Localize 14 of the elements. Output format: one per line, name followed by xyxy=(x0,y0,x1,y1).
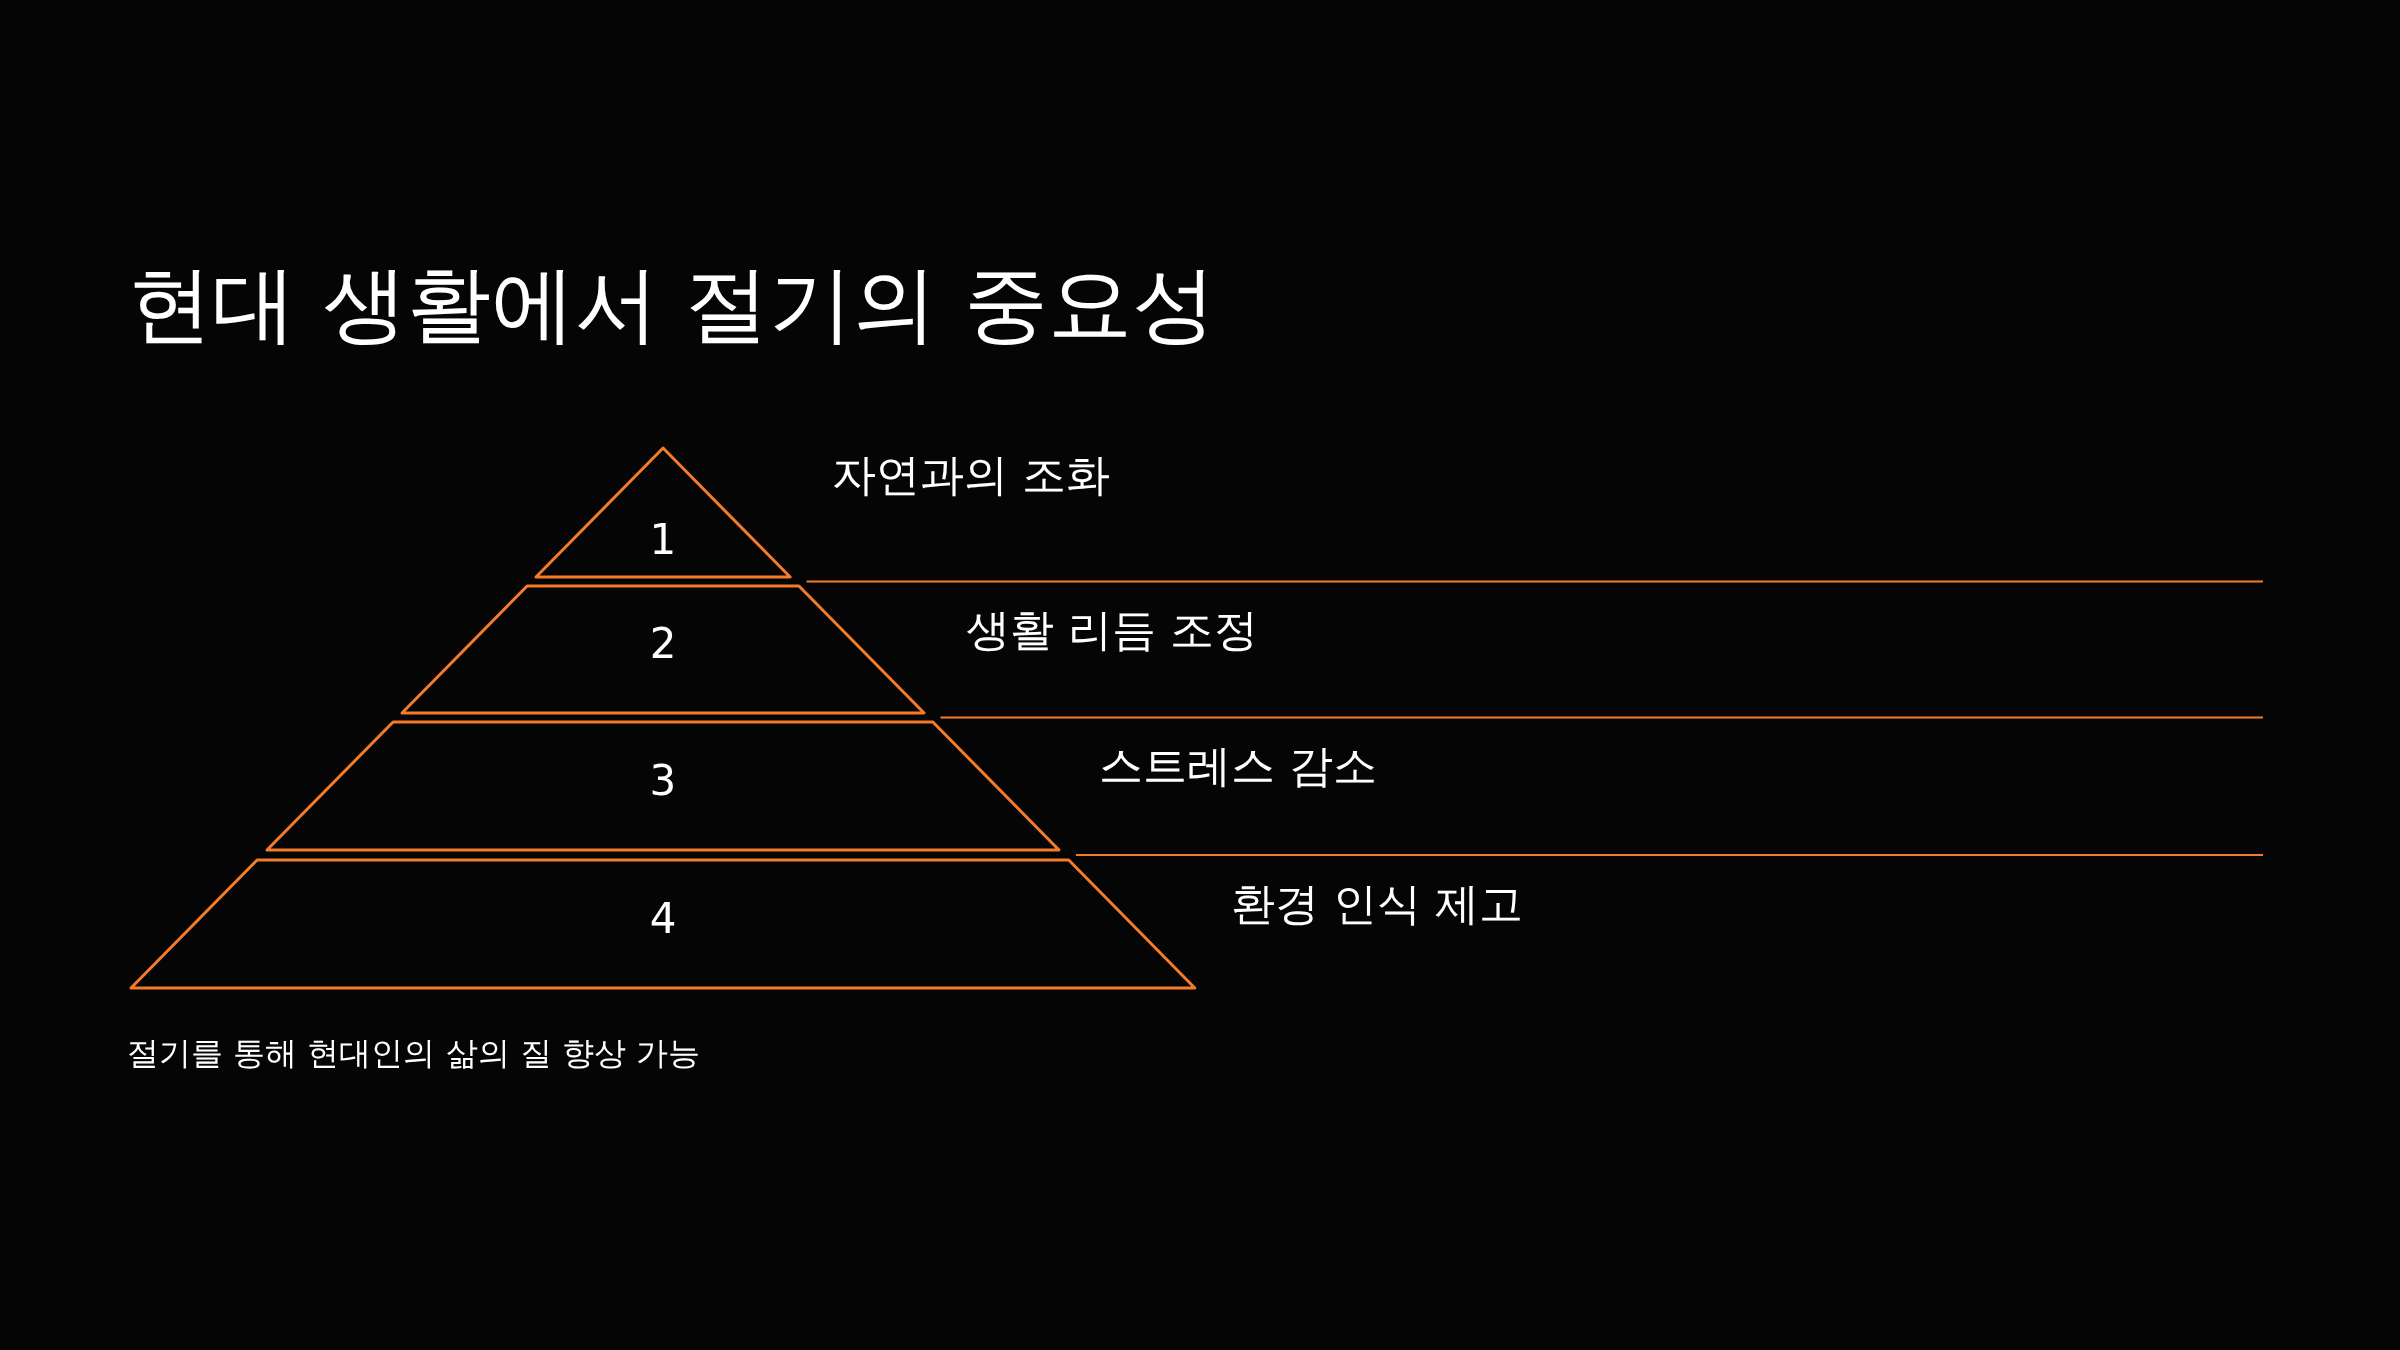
level-label: 자연과의 조화 xyxy=(832,448,1110,502)
level-label: 환경 인식 제고 xyxy=(1231,878,1523,931)
level-number: 4 xyxy=(648,897,678,940)
level-number: 1 xyxy=(648,519,678,562)
caption: 절기를 통해 현대인의 삶의 질 향상 가능 xyxy=(127,1033,701,1074)
pyramid-level xyxy=(399,584,926,715)
pyramid-level xyxy=(533,446,793,579)
level-number: 3 xyxy=(648,759,678,802)
slide-title: 현대 생활에서 절기의 중요성 xyxy=(128,258,1217,351)
level-label: 생활 리듬 조정 xyxy=(966,603,1258,657)
level-label: 스트레스 감소 xyxy=(1099,740,1377,793)
pyramid-level xyxy=(129,858,1197,990)
pyramid-level xyxy=(265,720,1061,852)
level-number: 2 xyxy=(648,623,678,666)
